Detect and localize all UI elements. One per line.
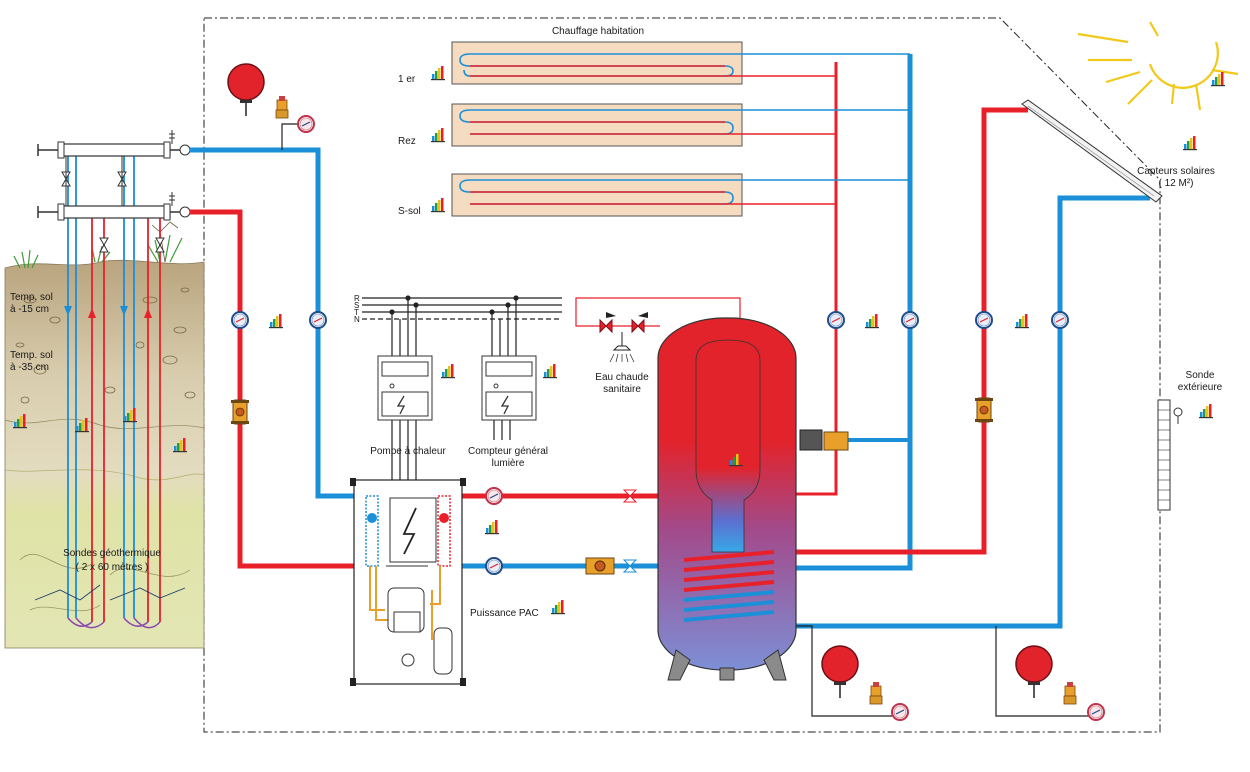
gauge-tank [891, 703, 909, 721]
gauge-top [297, 115, 315, 133]
general-meter [481, 355, 537, 421]
heating-title: Chauffage habitation [552, 26, 644, 37]
expansion-vessel-top [227, 63, 265, 117]
floor-label-ssol: S-sol [398, 206, 421, 217]
pac-power-label: Puissance PAC [470, 608, 539, 619]
storage-tank [657, 317, 797, 681]
dhw-label-2: sanitaire [603, 384, 641, 395]
solar-area-label: ( 12 M²) [1159, 178, 1194, 189]
phase-labels: R S T N [354, 294, 360, 324]
floor-heating-panels [451, 41, 910, 217]
heat-pump-unit [350, 478, 466, 686]
expansion-vessel-solar [1015, 645, 1053, 699]
valves [599, 312, 648, 573]
collector-manifolds [37, 130, 191, 253]
general-meter-label-1: Compteur général [468, 446, 548, 457]
mixing-valve [799, 429, 849, 451]
probes-label-2: ( 2 x 60 mètres ) [76, 562, 149, 573]
floor-label-1er: 1 er [398, 74, 416, 85]
soil-temp-15-label-2: à -15 cm [10, 304, 49, 315]
soil-temp-35-label-2: à -35 cm [10, 362, 49, 373]
circulator-pump-solar [974, 397, 994, 423]
phase-n: N [354, 315, 360, 324]
heat-pump-meter [377, 355, 433, 421]
solar-collector [1021, 99, 1163, 203]
circulator-pump-geo [230, 399, 250, 425]
safety-valve-tank [869, 681, 883, 705]
geothermal-probes [34, 150, 186, 629]
heat-pump-label: Pompe à chaleur [370, 446, 446, 457]
outdoor-sensor [1157, 399, 1183, 511]
general-meter-label-2: lumière [492, 458, 525, 469]
electrical-lines [362, 295, 562, 480]
soil-temp-15-label-1: Temp. sol [10, 292, 53, 303]
phase-t: T [354, 308, 359, 317]
floor-label-rez: Rez [398, 136, 416, 147]
phase-s: S [354, 301, 359, 310]
outdoor-sensor-label-2: extérieure [1178, 382, 1223, 393]
outdoor-sensor-label-1: Sonde [1186, 370, 1215, 381]
safety-valve-top [275, 95, 289, 119]
solar-label: Capteurs solaires [1137, 166, 1215, 177]
gauge-solar [1087, 703, 1105, 721]
probes-label-1: Sondes géothermique [63, 548, 161, 559]
soil-temp-35-label-1: Temp. sol [10, 350, 53, 361]
dhw-label-1: Eau chaude [595, 372, 649, 383]
expansion-vessel-tank [821, 645, 859, 699]
phase-r: R [354, 294, 360, 303]
sun-icon [1077, 21, 1239, 111]
safety-valve-solar [1063, 681, 1077, 705]
circulator-pump-pac [585, 557, 615, 575]
